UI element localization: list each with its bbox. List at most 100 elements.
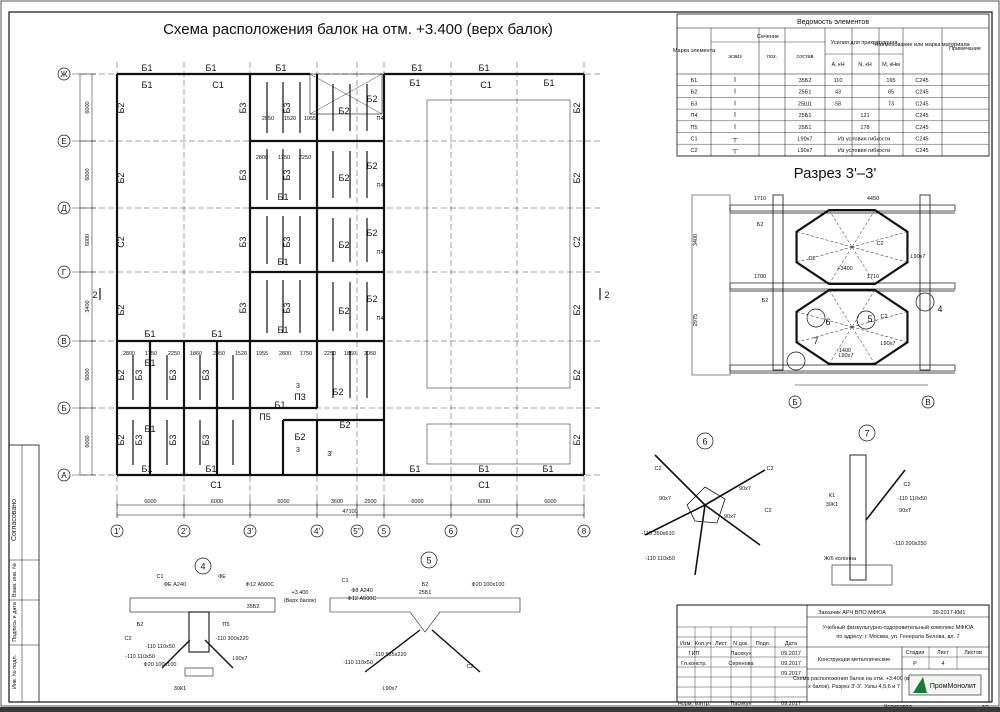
beam-label-b3: Б3 (282, 237, 292, 248)
callout-ring (856, 310, 876, 330)
beam-label-b1: Б1 (145, 329, 156, 339)
d6-brace (644, 504, 706, 536)
d7-label: С2 (903, 482, 910, 488)
section-dim: 4450 (867, 196, 879, 202)
col-axis-label: 2' (181, 527, 187, 536)
beam-label-b1: Б1 (479, 464, 490, 474)
d6-label: -110 350х610 (641, 531, 674, 537)
section-dim: +3400 (837, 266, 852, 272)
row-dim: 6000 (85, 368, 91, 380)
d4-label: Ф12 А500С (246, 582, 275, 588)
th-n: N, кН (858, 62, 871, 68)
col-dim: 6000 (411, 499, 423, 505)
d5-label: -110 110х50 (343, 660, 373, 666)
section-label: L90х7 (911, 254, 926, 260)
tb-date: 09.2017 (781, 651, 801, 657)
brace-spoke (851, 289, 876, 328)
col-axis-bubble (310, 524, 324, 538)
section-label: С2 (808, 256, 815, 262)
detail-number: 4 (200, 562, 205, 572)
td-n: 178 (860, 125, 869, 131)
section-axis-label: Б (792, 398, 797, 407)
th-note: Примечание (949, 46, 981, 52)
tb-header: Изм. (680, 641, 692, 647)
wall-left (691, 194, 731, 376)
d7-label: Ж/б колонна (824, 556, 857, 562)
td-comp: 25Ш1 (798, 101, 812, 107)
td-steel: С245 (915, 148, 928, 154)
beam-label-b1: Б1 (212, 329, 223, 339)
beam-label-b3: Б3 (168, 435, 178, 446)
sub-dim: 1750 (300, 351, 312, 357)
beam-label-b1: Б1 (278, 325, 289, 335)
row-axis-bubble (57, 134, 71, 148)
beam-label-b2: Б2 (572, 305, 582, 316)
col-axis-label: 1' (114, 527, 120, 536)
brace-label-c1: С1 (480, 80, 492, 90)
td-comp: 35Б2 (799, 78, 812, 84)
col-axis-label: 3' (247, 527, 253, 536)
td-steel: С245 (915, 113, 928, 119)
col-axis-bubble (510, 524, 524, 538)
section-mark: 3 (296, 447, 300, 454)
sub-dim: 1750 (145, 351, 157, 357)
sub-dim: 1520 (235, 351, 247, 357)
section-label: Б2 (762, 298, 769, 304)
sub-dim: 1750 (278, 155, 290, 161)
d6-brace (694, 504, 706, 576)
d4-label: L90х7 (233, 656, 248, 662)
beam-label-b1: Б1 (278, 192, 289, 202)
tb-name: Пасекун (730, 651, 751, 657)
row-axis-bubble (57, 334, 71, 348)
d4-label: 35Б2 (247, 604, 260, 610)
tb-name: Серенова (728, 661, 754, 667)
row-dim: 3400 (85, 300, 91, 312)
brace-spoke (796, 246, 853, 263)
callout-number: 6 (825, 317, 830, 327)
sub-dim: 2800 (256, 155, 268, 161)
section-dim: 1710 (754, 196, 766, 202)
detail-number-ring (858, 424, 876, 442)
beam-label-b2: Б2 (333, 387, 344, 397)
d4-label: 30К1 (174, 686, 186, 692)
stamp-agreed: Согласовано (11, 499, 18, 541)
sub-dim: 1955 (304, 116, 316, 122)
brace-spoke (828, 289, 853, 328)
tb-stage-h: Стадия (906, 650, 925, 656)
tb-role: Гл.констр. (681, 661, 707, 667)
tb-role: Норм. контр. (678, 701, 711, 707)
beam-label-b3: Б3 (238, 303, 248, 314)
company-logo (908, 674, 982, 696)
callout-number: 4 (937, 304, 942, 314)
d7-label: К1 (829, 493, 835, 499)
tb-order: Заказчик АРЧ ВПО МФЮА (818, 610, 886, 616)
section-label: С2 (876, 241, 883, 247)
th-m: М, кНм (882, 62, 900, 68)
detail-number-ring (696, 432, 714, 450)
detail-number: 6 (702, 437, 707, 447)
col-axis-label: 5 (382, 527, 387, 536)
beam-label-b2: Б2 (572, 370, 582, 381)
beam-label-b3: Б3 (238, 103, 248, 114)
tb-date: 09.2017 (781, 671, 801, 677)
td-steel: С245 (915, 78, 928, 84)
col-axis-label: 7 (515, 527, 520, 536)
beam-label-b1: Б1 (206, 464, 217, 474)
tb-header: N док. (733, 641, 749, 647)
sheet-frame (8, 11, 993, 703)
sub-dim: 1520 (284, 116, 296, 122)
td-mark: Б2 (691, 90, 698, 96)
section-label: L90х7 (881, 341, 896, 347)
d6-label: 90х7 (739, 486, 751, 492)
col-dim: 6000 (211, 499, 223, 505)
sub-dim: 2050 (364, 351, 376, 357)
col-dim: 3600 (331, 499, 343, 505)
beam-label-b2: Б2 (572, 173, 582, 184)
post-label-p4: П4 (376, 116, 383, 122)
brace-spoke (851, 209, 876, 248)
brace-spoke (828, 209, 853, 248)
